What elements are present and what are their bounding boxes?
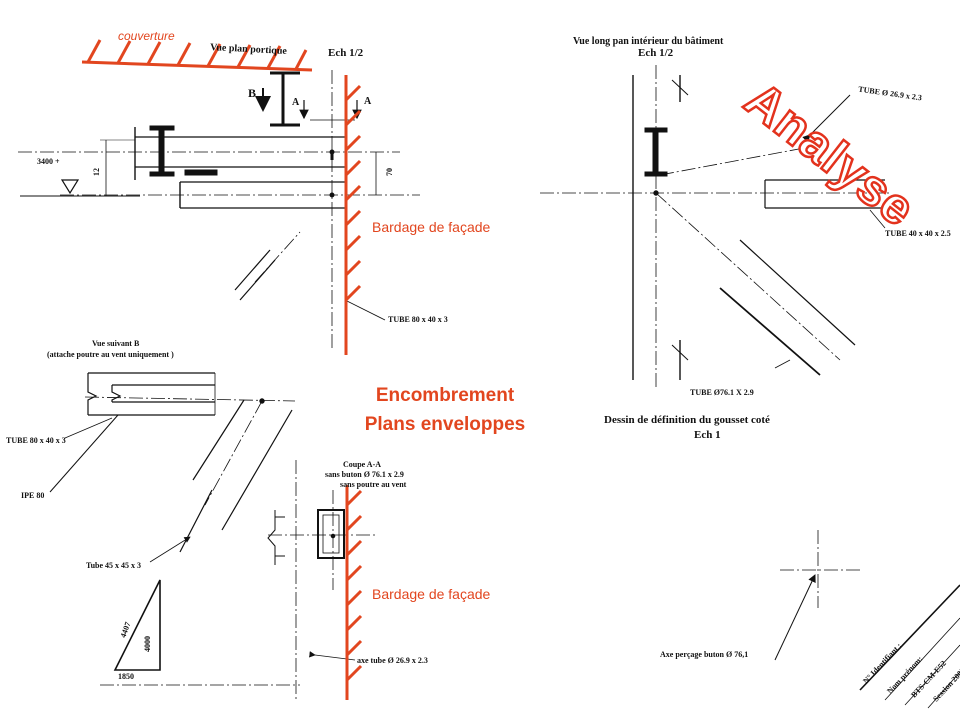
ipe-80-label: IPE 80 xyxy=(21,491,45,500)
plan-view-drawing xyxy=(18,70,420,350)
facade-cladding-label-bottom: Bardage de façade xyxy=(372,586,491,602)
long-pan-view-scale: Ech 1/2 xyxy=(638,47,674,59)
dimension-70: 70 xyxy=(385,168,394,176)
tube-45-label: Tube 45 x 45 x 3 xyxy=(86,561,142,570)
long-pan-view-title: Vue long pan intérieur du bâtiment xyxy=(573,36,724,47)
covering-label: couverture xyxy=(118,29,175,43)
view-b-subtitle: (attache poutre au vent uniquement ) xyxy=(47,350,174,359)
long-pan-view-drawing xyxy=(540,65,890,390)
section-marker-a-right: A xyxy=(364,96,372,107)
view-b-title: Vue suivant B xyxy=(92,339,140,348)
view-marker-b: B xyxy=(248,86,257,100)
plan-view-scale: Ech 1/2 xyxy=(328,47,364,59)
drilling-axis-drawing xyxy=(774,530,960,709)
dimension-12: 12 xyxy=(92,168,101,176)
center-title-line-2: Plans enveloppes xyxy=(364,414,526,435)
center-title-line-1: Encombrement xyxy=(375,385,515,406)
facade-cladding-top xyxy=(344,75,362,355)
gusset-scale: Ech 1 xyxy=(694,429,721,441)
tube-80-label-left: TUBE 80 x 40 x 3 xyxy=(6,436,66,445)
tube-80-label-right: TUBE 80 x 40 x 3 xyxy=(388,315,448,324)
gusset-title: Dessin de définition du gousset coté xyxy=(604,414,770,426)
section-marker-a-left: A xyxy=(292,97,300,108)
section-aa-subtitle-2: sans poutre au vent xyxy=(340,480,407,489)
drilling-axis-label: Axe perçage buton Ø 76,1 xyxy=(660,650,749,659)
level-label: 3400 + xyxy=(37,157,60,166)
section-aa-subtitle-1: sans buton Ø 76.1 x 2.9 xyxy=(325,470,404,479)
tube-76-label: TUBE Ø76.1 X 2.9 xyxy=(690,388,754,397)
facade-cladding-bottom xyxy=(345,485,363,700)
view-b-drawing xyxy=(49,372,300,700)
facade-cladding-label-top: Bardage de façade xyxy=(372,219,491,235)
section-aa-title: Coupe A-A xyxy=(343,460,382,469)
tube-40-label: TUBE 40 x 40 x 2.5 xyxy=(885,229,951,238)
dimension-1850: 1850 xyxy=(118,672,134,681)
section-aa-drawing xyxy=(267,490,376,661)
roof-covering xyxy=(81,39,313,72)
dimension-4000: 4000 xyxy=(143,636,152,652)
axis-tube-26-label: axe tube Ø 26.9 x 2.3 xyxy=(357,656,428,665)
